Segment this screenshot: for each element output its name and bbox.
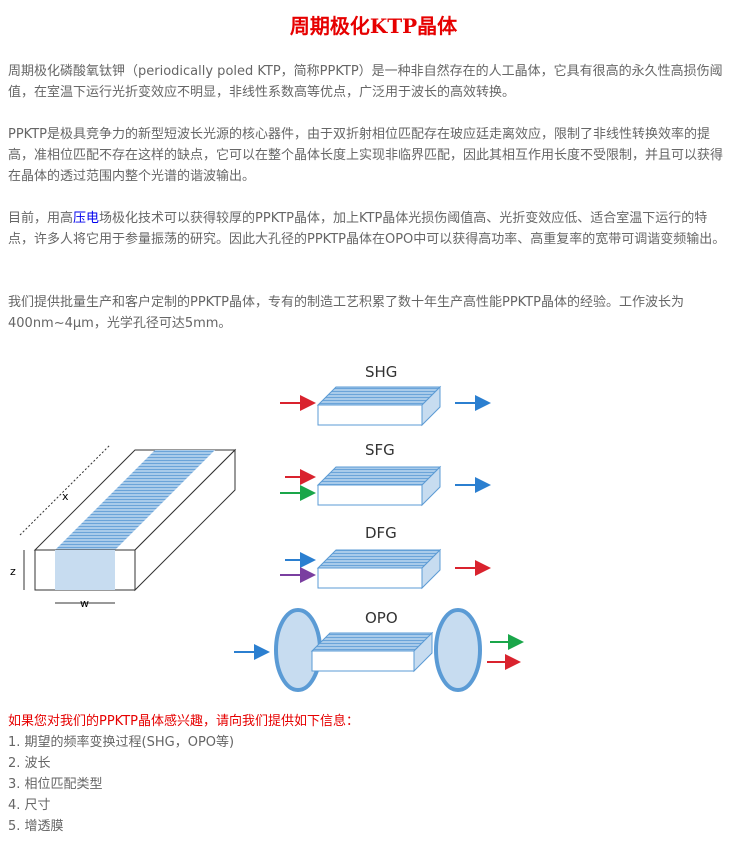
label-x: x xyxy=(62,490,69,503)
list-item: 3. 相位匹配类型 xyxy=(8,777,103,792)
inquiry-info: 如果您对我们的PPKTP晶体感兴趣，请向我们提供如下信息： 1. 期望的频率变换… xyxy=(8,711,359,837)
paragraph-offering: 我们提供批量生产和客户定制的PPKTP晶体，专有的制造工艺积累了数十年生产高性能… xyxy=(8,295,684,331)
p3-after: 场极化技术可以获得较厚的PPKTP晶体，加上KTP晶体光损伤阈值高、光折变效应低… xyxy=(8,211,726,247)
sfg-process: SFG xyxy=(280,441,491,507)
list-item: 2. 波长 xyxy=(8,756,51,771)
ppktp-diagram: x z w SHG SFG DFG xyxy=(10,363,524,692)
label-z: z xyxy=(10,565,16,578)
list-item: 5. 增透膜 xyxy=(8,819,64,834)
list-item: 1. 期望的频率变换过程(SHG，OPO等) xyxy=(8,735,235,750)
label-w: w xyxy=(80,597,89,610)
list-item: 4. 尺寸 xyxy=(8,798,51,813)
label-shg: SHG xyxy=(365,363,397,381)
opo-process: OPO xyxy=(234,608,524,692)
paragraph-advantages: PPKTP是极具竞争力的新型短波长光源的核心器件，由于双折射相位匹配存在玻应廷走… xyxy=(8,127,724,184)
label-sfg: SFG xyxy=(365,441,395,459)
p3-before: 目前，用高 xyxy=(8,211,74,226)
paragraph-intro: 周期极化磷酸氧钛钾（periodically poled KTP，简称PPKTP… xyxy=(8,64,723,100)
dfg-process: DFG xyxy=(280,524,491,590)
page-title: 周期极化KTP晶体 xyxy=(289,14,458,38)
label-dfg: DFG xyxy=(365,524,397,542)
paragraph-applications: 目前，用高压电场极化技术可以获得较厚的PPKTP晶体，加上KTP晶体光损伤阈值高… xyxy=(8,208,733,250)
piezo-link[interactable]: 压电 xyxy=(73,211,100,226)
shg-process: SHG xyxy=(280,363,491,427)
label-opo: OPO xyxy=(365,609,398,627)
inquiry-lead: 如果您对我们的PPKTP晶体感兴趣，请向我们提供如下信息： xyxy=(8,714,359,729)
poled-crystal: x z w xyxy=(10,444,237,610)
